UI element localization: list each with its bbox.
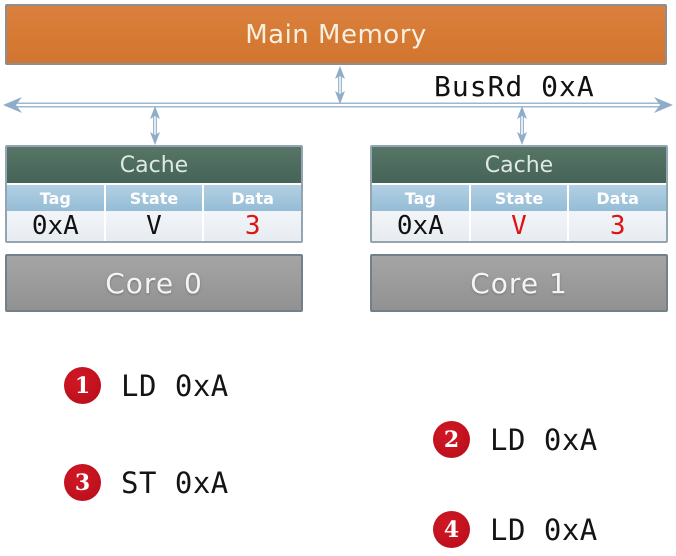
core0-box: Core 0: [5, 254, 303, 312]
cache0-title: Cache: [7, 147, 301, 185]
cache0-data-value: 3: [204, 211, 301, 241]
operation-2-label: LD 0xA: [490, 422, 598, 457]
operation-3-label: ST 0xA: [121, 465, 229, 500]
operation-3-number-badge: 3: [64, 464, 101, 501]
main-memory-box: Main Memory: [5, 4, 667, 65]
cache1-data-row: 0xA V 3: [372, 211, 666, 241]
memory-bus-connector-arrow: [335, 66, 345, 104]
operation-1-label: LD 0xA: [121, 368, 229, 403]
operation-row-2: 2 LD 0xA: [433, 421, 598, 458]
cache0-state-value: V: [105, 211, 203, 241]
cache1-col-tag: Tag: [372, 185, 469, 211]
bus-transaction-label: BusRd 0xA: [434, 70, 595, 103]
core1-box: Core 1: [370, 254, 668, 312]
bus-cache1-connector-arrow: [517, 106, 527, 145]
cache1-col-data: Data: [569, 185, 666, 211]
cache0-table: Cache Tag State Data 0xA V 3: [5, 145, 303, 243]
cache0-col-state: State: [105, 185, 203, 211]
cache1-data-value: 3: [569, 211, 666, 241]
cache1-header-row: Tag State Data: [372, 185, 666, 211]
cache1-col-state: State: [470, 185, 568, 211]
cache1-state-value: V: [470, 211, 568, 241]
cache0-col-tag: Tag: [7, 185, 104, 211]
cache1-title: Cache: [372, 147, 666, 185]
cache0-tag-value: 0xA: [7, 211, 104, 241]
cache0-data-row: 0xA V 3: [7, 211, 301, 241]
operation-2-number-badge: 2: [433, 421, 470, 458]
cache1-tag-value: 0xA: [372, 211, 469, 241]
operation-row-3: 3 ST 0xA: [64, 464, 229, 501]
core1-label: Core 1: [470, 266, 568, 300]
cache1-table: Cache Tag State Data 0xA V 3: [370, 145, 668, 243]
main-memory-label: Main Memory: [245, 19, 427, 50]
operation-4-label: LD 0xA: [490, 512, 598, 547]
cache0-header-row: Tag State Data: [7, 185, 301, 211]
operation-1-number-badge: 1: [64, 367, 101, 404]
cache0-col-data: Data: [204, 185, 301, 211]
operation-row-1: 1 LD 0xA: [64, 367, 229, 404]
bus-arrow: [3, 97, 673, 113]
core0-label: Core 0: [105, 266, 203, 300]
operation-4-number-badge: 4: [433, 511, 470, 548]
bus-cache0-connector-arrow: [150, 106, 160, 145]
operation-row-4: 4 LD 0xA: [433, 511, 598, 548]
